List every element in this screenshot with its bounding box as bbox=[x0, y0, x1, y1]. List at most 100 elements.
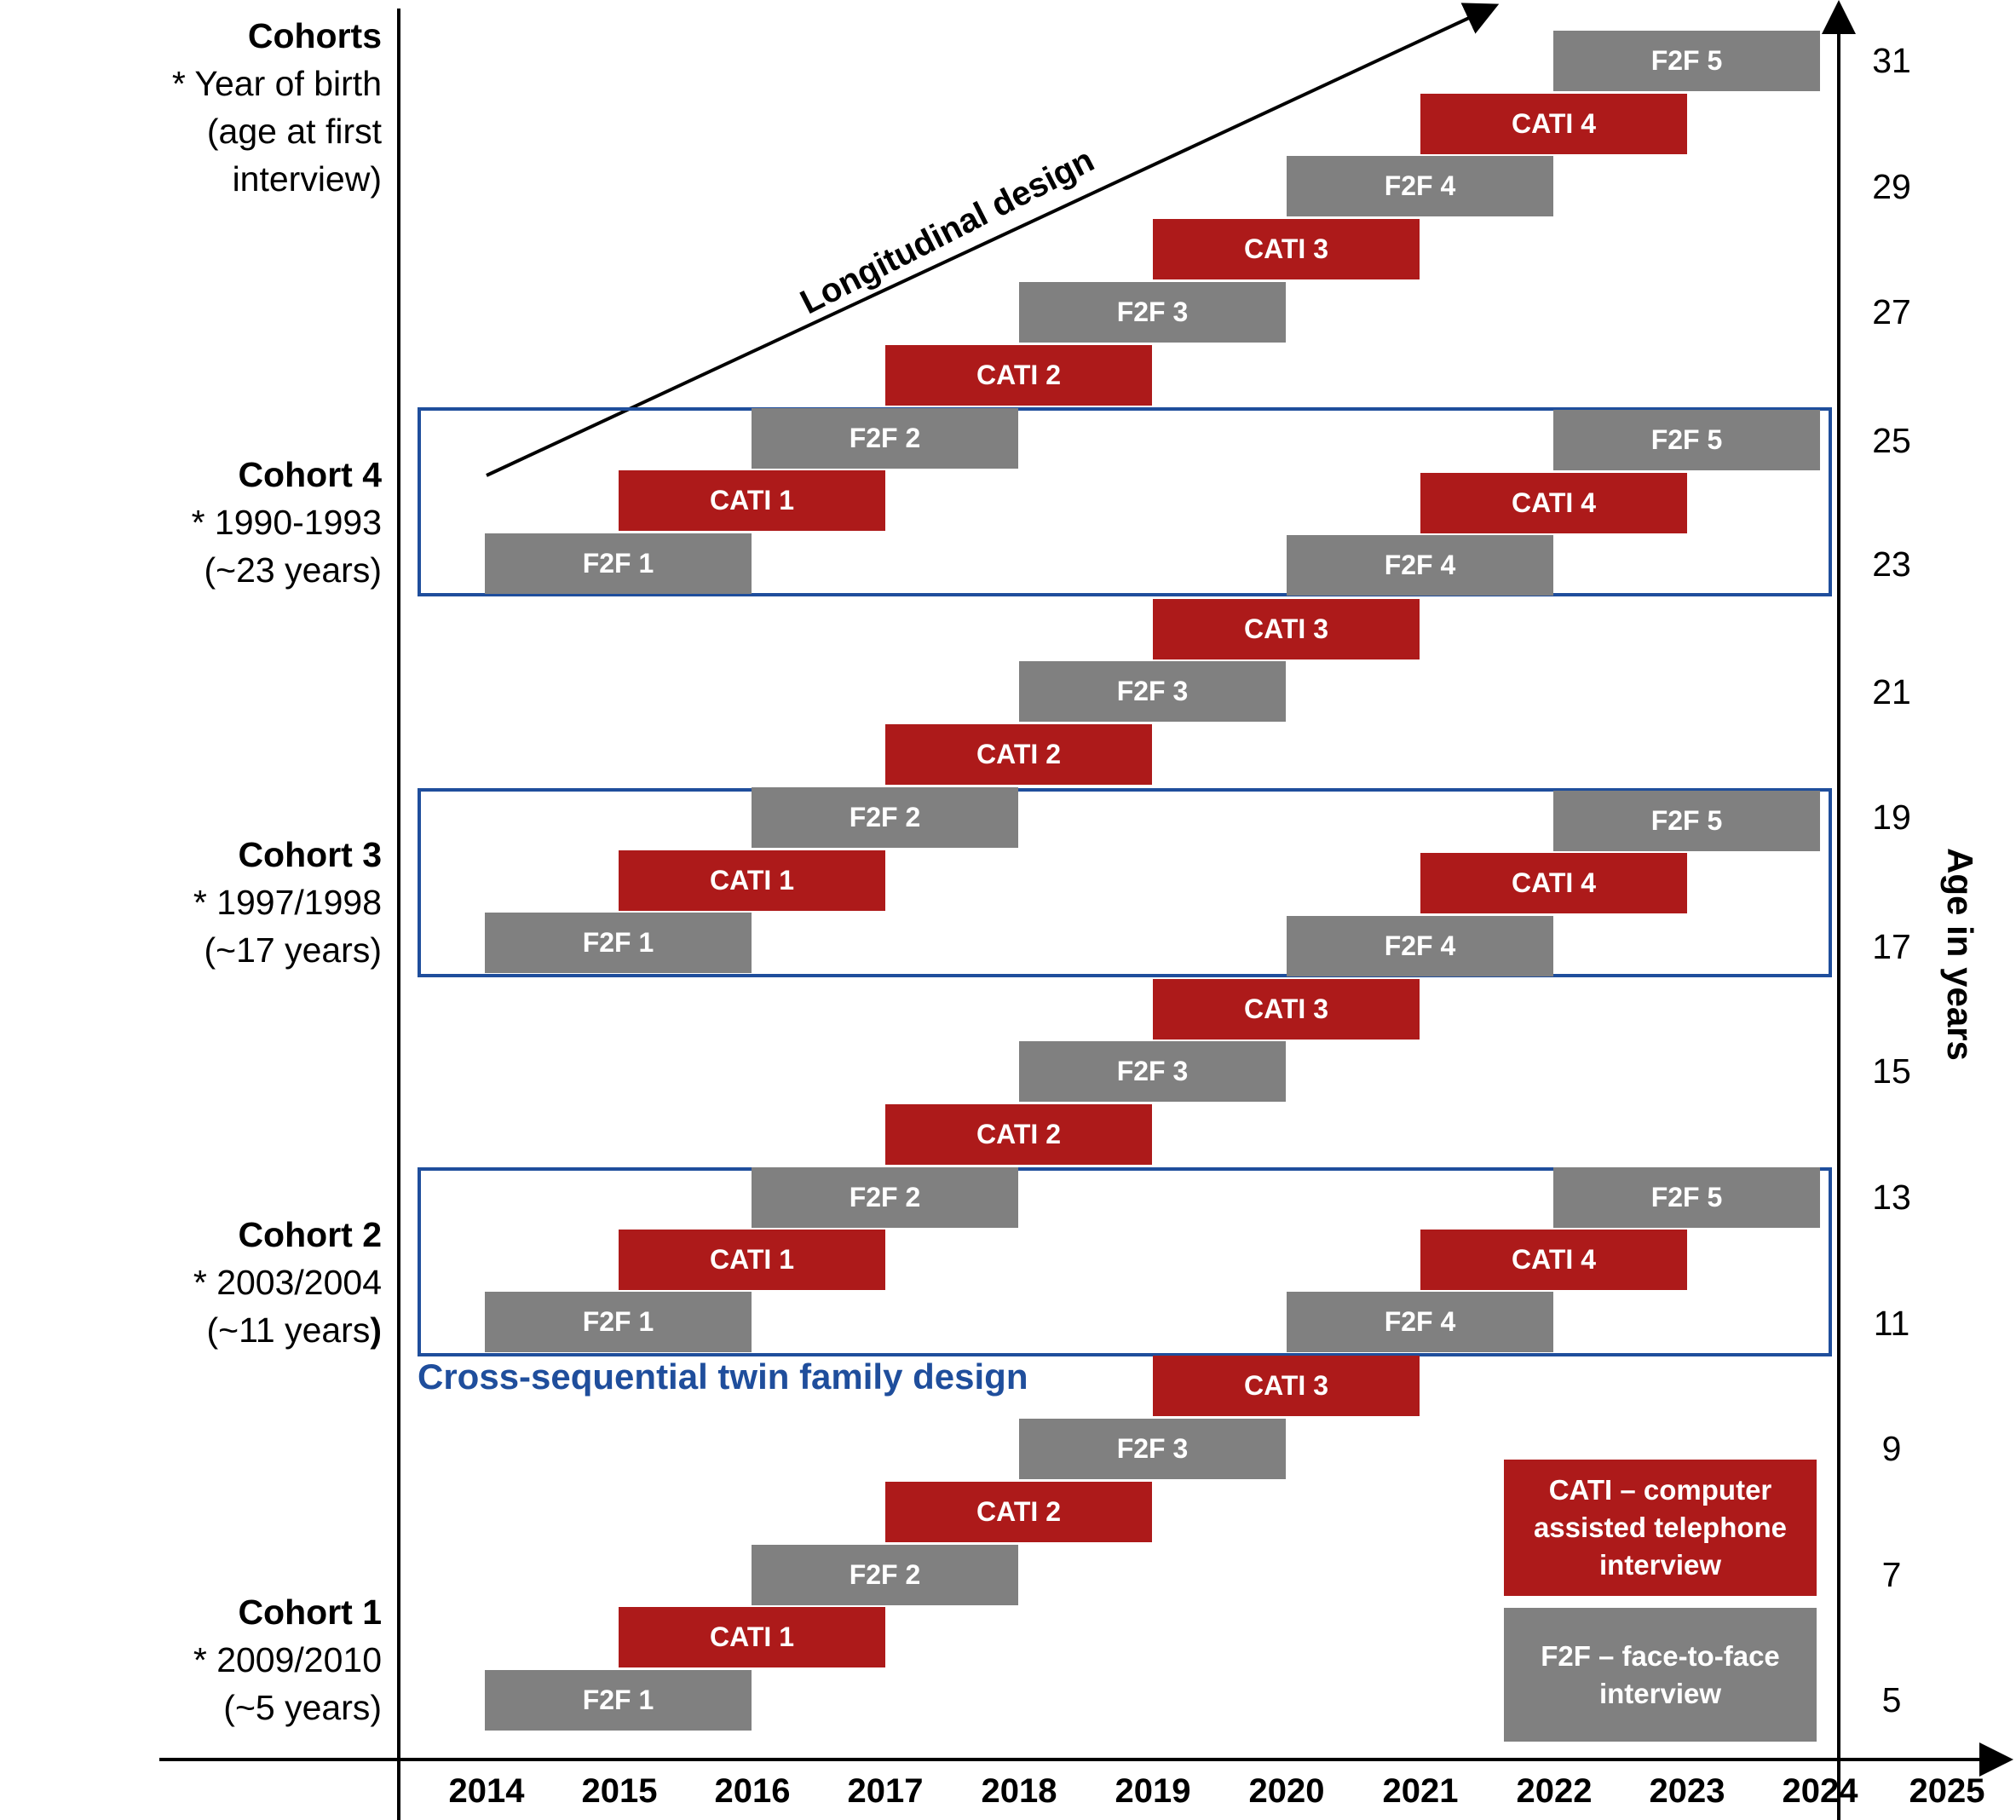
wave-bar: F2F 2 bbox=[752, 1167, 1018, 1228]
year-tick-label: 2025 bbox=[1909, 1772, 1985, 1810]
wave-bar: CATI 4 bbox=[1420, 853, 1687, 913]
year-tick-label: 2014 bbox=[448, 1772, 525, 1810]
age-axis-title: Age in years bbox=[1940, 848, 1980, 1061]
legend-cati-line: interview bbox=[1598, 1549, 1722, 1581]
wave-label: CATI 3 bbox=[1244, 233, 1328, 264]
year-tick-label: 2018 bbox=[981, 1772, 1057, 1810]
year-tick-label: 2017 bbox=[847, 1772, 924, 1810]
wave-label: F2F 1 bbox=[582, 1306, 654, 1337]
age-tick-label: 23 bbox=[1872, 544, 1911, 584]
wave-bar: F2F 1 bbox=[485, 533, 752, 594]
wave-bar: F2F 4 bbox=[1287, 916, 1553, 976]
legend-f2f-line: interview bbox=[1598, 1677, 1722, 1709]
age-tick-label: 17 bbox=[1872, 927, 1911, 966]
age-tick-label: 21 bbox=[1872, 672, 1911, 711]
year-tick-label: 2016 bbox=[714, 1772, 791, 1810]
wave-label: CATI 2 bbox=[976, 360, 1061, 390]
wave-label: CATI 4 bbox=[1512, 1244, 1596, 1275]
cohort-3-frame bbox=[418, 788, 1832, 977]
wave-bar: CATI 2 bbox=[885, 1104, 1152, 1165]
cohort-birth: * 2003/2004 bbox=[193, 1263, 382, 1302]
wave-label: F2F 4 bbox=[1384, 170, 1456, 201]
longitudinal-arrow bbox=[486, 3, 1500, 477]
wave-bar: F2F 3 bbox=[1019, 1419, 1286, 1479]
cohort-birth: * 1990-1993 bbox=[191, 503, 382, 542]
age-tick-label: 11 bbox=[1873, 1304, 1910, 1343]
wave-label: CATI 1 bbox=[710, 485, 794, 515]
wave-label: F2F 3 bbox=[1116, 297, 1189, 327]
cohort-header-line: (age at first bbox=[206, 112, 382, 151]
wave-label: F2F 4 bbox=[1384, 550, 1456, 580]
cohort-2-frame bbox=[418, 1167, 1832, 1356]
cross-sequential-design-label: Cross-sequential twin family design bbox=[418, 1356, 1028, 1397]
cohort-age-close: ) bbox=[370, 1310, 382, 1350]
wave-bar: F2F 1 bbox=[485, 1670, 752, 1731]
age-tick-label: 9 bbox=[1881, 1429, 1902, 1468]
cohort-name: Cohort 2 bbox=[238, 1215, 382, 1254]
wave-bar: CATI 2 bbox=[885, 724, 1152, 785]
wave-label: CATI 4 bbox=[1512, 108, 1596, 139]
wave-bar: F2F 5 bbox=[1553, 410, 1820, 470]
wave-bar: CATI 3 bbox=[1153, 599, 1420, 659]
cohort-name: Cohort 1 bbox=[238, 1592, 382, 1632]
cohort-3-label: Cohort 3 * 1997/1998 (~17 years) bbox=[0, 831, 382, 974]
wave-label: F2F 3 bbox=[1116, 676, 1189, 706]
cohort-4-frame bbox=[418, 407, 1832, 596]
wave-bar: CATI 3 bbox=[1153, 219, 1420, 279]
wave-bar: F2F 2 bbox=[752, 787, 1018, 848]
wave-label: F2F 4 bbox=[1384, 930, 1456, 961]
wave-label: CATI 1 bbox=[710, 1621, 794, 1652]
legend-f2f-line: F2F – face-to-face bbox=[1541, 1639, 1780, 1672]
wave-bar: CATI 3 bbox=[1153, 1356, 1420, 1416]
cohort-birth: * 2009/2010 bbox=[193, 1640, 382, 1679]
wave-bar: F2F 5 bbox=[1553, 31, 1820, 91]
cohort-age: (~17 years) bbox=[204, 930, 382, 970]
wave-label: CATI 3 bbox=[1244, 613, 1328, 644]
wave-label: F2F 5 bbox=[1650, 1182, 1723, 1212]
wave-label: F2F 3 bbox=[1116, 1433, 1189, 1464]
wave-bar: CATI 1 bbox=[619, 1607, 885, 1667]
wave-label: F2F 5 bbox=[1650, 805, 1723, 836]
year-tick-label: 2023 bbox=[1649, 1772, 1725, 1810]
wave-bar: F2F 2 bbox=[752, 1545, 1018, 1605]
wave-label: F2F 1 bbox=[582, 1685, 654, 1715]
wave-bar: F2F 4 bbox=[1287, 1292, 1553, 1352]
cohort-2-label: Cohort 2 * 2003/2004 (~11 years) bbox=[0, 1211, 382, 1354]
wave-label: CATI 2 bbox=[976, 1496, 1061, 1527]
wave-label: F2F 5 bbox=[1650, 424, 1723, 455]
cohort-header-line: * Year of birth bbox=[171, 64, 382, 103]
wave-bar: CATI 2 bbox=[885, 1482, 1152, 1542]
wave-bar: CATI 1 bbox=[619, 850, 885, 911]
wave-label: CATI 4 bbox=[1512, 487, 1596, 518]
wave-bar: F2F 3 bbox=[1019, 282, 1286, 343]
cohort-age: (~5 years) bbox=[223, 1688, 382, 1727]
legend-cati: CATI – computer assisted telephone inter… bbox=[1504, 1460, 1817, 1596]
wave-bar: F2F 3 bbox=[1019, 1041, 1286, 1102]
year-tick-label: 2020 bbox=[1248, 1772, 1325, 1810]
wave-label: F2F 5 bbox=[1650, 45, 1723, 76]
age-tick-label: 19 bbox=[1872, 798, 1911, 837]
wave-label: CATI 3 bbox=[1244, 994, 1328, 1024]
legend-f2f: F2F – face-to-face interview bbox=[1504, 1608, 1817, 1742]
cohort-age: (~23 years) bbox=[204, 550, 382, 590]
wave-bar: F2F 1 bbox=[485, 1292, 752, 1352]
wave-bar: CATI 1 bbox=[619, 1230, 885, 1290]
wave-bar: F2F 2 bbox=[752, 408, 1018, 469]
wave-label: F2F 1 bbox=[582, 927, 654, 958]
wave-bar: CATI 4 bbox=[1420, 473, 1687, 533]
year-tick-label: 2022 bbox=[1516, 1772, 1593, 1810]
wave-bar: CATI 4 bbox=[1420, 1230, 1687, 1290]
wave-label: CATI 3 bbox=[1244, 1370, 1328, 1401]
wave-label: CATI 1 bbox=[710, 1244, 794, 1275]
cohort-name: Cohort 3 bbox=[238, 835, 382, 874]
cohort-1-label: Cohort 1 * 2009/2010 (~5 years) bbox=[0, 1588, 382, 1731]
age-tick-label: 29 bbox=[1872, 167, 1911, 206]
year-tick-label: 2015 bbox=[581, 1772, 658, 1810]
cohort-age-text: (~11 years bbox=[206, 1310, 371, 1350]
legend-cati-line: CATI – computer bbox=[1548, 1474, 1772, 1506]
cohort-age: (~11 years) bbox=[0, 1306, 382, 1354]
wave-label: CATI 1 bbox=[710, 865, 794, 896]
wave-bar: CATI 4 bbox=[1420, 94, 1687, 154]
cohort-header: Cohorts * Year of birth (age at first in… bbox=[0, 12, 382, 203]
